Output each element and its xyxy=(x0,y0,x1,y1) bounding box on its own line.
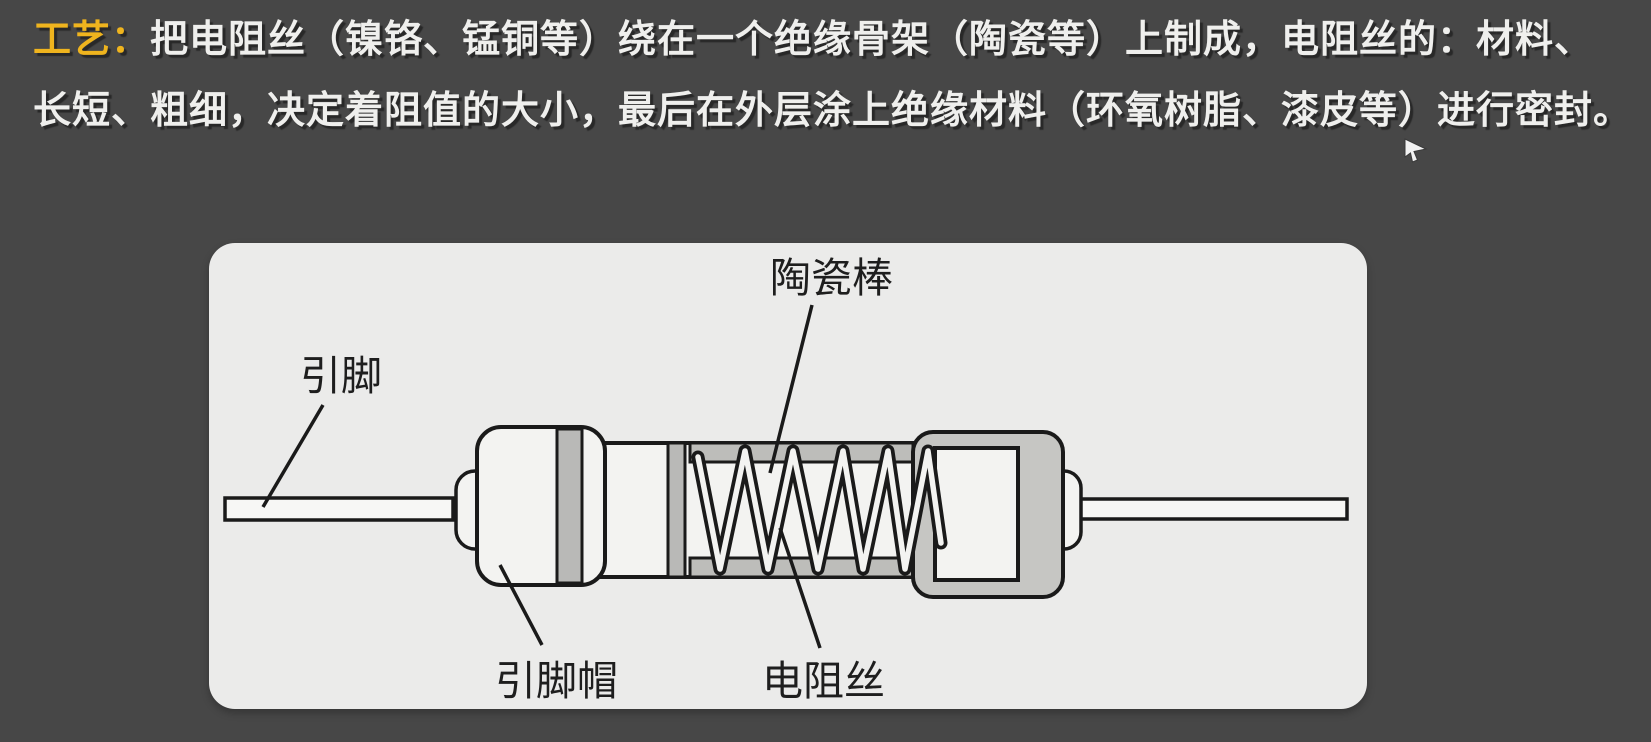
body-band xyxy=(666,441,687,579)
ceramic-rod-top-edge xyxy=(688,441,915,464)
process-line1-text: 把电阻丝（镍铬、锰铜等）绕在一个绝缘骨架（陶瓷等）上制成，电阻丝的：材料、 xyxy=(150,17,1594,61)
label-lead: 引脚 xyxy=(300,352,382,400)
left-lead-wire xyxy=(223,496,455,522)
resistor-diagram-panel: 引脚 陶瓷棒 引脚帽 电阻丝 xyxy=(209,243,1367,709)
label-lead-cap: 引脚帽 xyxy=(495,657,618,705)
process-keyword: 工艺： xyxy=(33,17,151,61)
label-ceramic-rod: 陶瓷棒 xyxy=(770,254,893,302)
process-line-1: 工艺：把电阻丝（镍铬、锰铜等）绕在一个绝缘骨架（陶瓷等）上制成，电阻丝的：材料、 xyxy=(33,4,1633,75)
process-line-2: 长短、粗细，决定着阻值的大小，最后在外层涂上绝缘材料（环氧树脂、漆皮等）进行密封… xyxy=(33,88,1633,132)
resistor-diagram: 引脚 陶瓷棒 引脚帽 电阻丝 xyxy=(223,254,1349,705)
resistance-wire-coil xyxy=(695,448,944,572)
mouse-cursor-icon xyxy=(1404,138,1428,163)
left-lead-cap xyxy=(475,425,607,587)
lead-cap-leader-line xyxy=(498,564,544,646)
left-cap-band xyxy=(555,427,584,585)
process-paragraph: 工艺：把电阻丝（镍铬、锰铜等）绕在一个绝缘骨架（陶瓷等）上制成，电阻丝的：材料、… xyxy=(33,4,1633,146)
right-cap-inner xyxy=(933,446,1020,582)
lead-leader-line xyxy=(261,404,325,508)
resistance-wire-leader-line xyxy=(778,527,822,649)
right-lead-wire xyxy=(1076,497,1349,521)
ceramic-rod-leader-line xyxy=(768,304,814,474)
label-resistance-wire: 电阻丝 xyxy=(762,657,885,705)
